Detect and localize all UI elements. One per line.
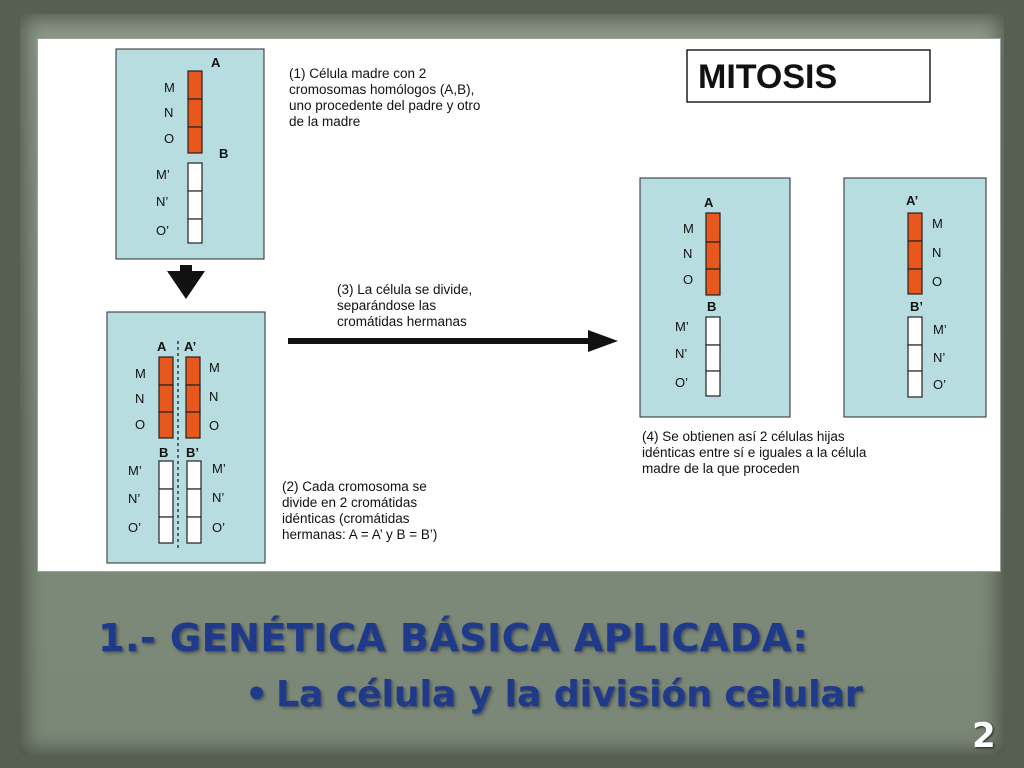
label-b: B bbox=[219, 146, 228, 161]
gene-n: N bbox=[164, 105, 173, 120]
right-arrow-icon bbox=[288, 330, 618, 352]
gene-o-prime: O’ bbox=[128, 520, 141, 535]
gene-o-prime: O’ bbox=[675, 375, 688, 390]
chromatid-a bbox=[705, 212, 721, 296]
gene-o-prime: O’ bbox=[156, 223, 169, 238]
chromatid-b-prime bbox=[907, 316, 923, 398]
gene-n: N bbox=[209, 389, 218, 404]
gene-m: M bbox=[932, 216, 943, 231]
gene-m-prime: M’ bbox=[933, 322, 947, 337]
label-a: A bbox=[157, 339, 167, 354]
gene-n: N bbox=[683, 246, 692, 261]
step4-caption: (4) Se obtienen así 2 células hijas idén… bbox=[642, 429, 870, 476]
chromatid-b bbox=[158, 460, 174, 544]
slide-title: 1.- GENÉTICA BÁSICA APLICADA: bbox=[98, 616, 809, 660]
gene-o: O bbox=[164, 131, 174, 146]
gene-n: N bbox=[932, 245, 941, 260]
label-b-prime: B’ bbox=[910, 299, 923, 314]
bullet-marker: • bbox=[245, 674, 269, 715]
chromatid-b bbox=[705, 316, 721, 397]
gene-n: N bbox=[135, 391, 144, 406]
gene-o: O bbox=[135, 417, 145, 432]
gene-m-prime: M’ bbox=[128, 463, 142, 478]
label-b: B bbox=[707, 299, 716, 314]
gene-o: O bbox=[932, 274, 942, 289]
diagram-title: MITOSIS bbox=[686, 49, 931, 103]
mitosis-diagram: .cell { fill:#b8dde0; stroke:#2a2a2a; st… bbox=[37, 38, 1001, 572]
gene-o-prime: O’ bbox=[933, 377, 946, 392]
label-b: B bbox=[159, 445, 168, 460]
gene-o: O bbox=[683, 272, 693, 287]
gene-m: M bbox=[209, 360, 220, 375]
mother-cell: A M N O B M’ N’ O’ bbox=[115, 48, 265, 260]
chromosome-b bbox=[187, 162, 203, 244]
daughter-cell-2: A’ M N O B’ M’ N’ O’ bbox=[843, 177, 987, 418]
chromatid-b-prime bbox=[186, 460, 202, 544]
chromatid-a bbox=[158, 356, 174, 439]
slide-bullet: •La célula y la división celular bbox=[245, 674, 863, 715]
gene-n-prime: N’ bbox=[156, 194, 168, 209]
label-b-prime: B’ bbox=[186, 445, 199, 460]
bullet-text: La célula y la división celular bbox=[276, 674, 863, 715]
gene-m-prime: M’ bbox=[675, 319, 689, 334]
gene-o-prime: O’ bbox=[212, 520, 225, 535]
gene-n-prime: N’ bbox=[212, 490, 224, 505]
label-a-prime: A’ bbox=[906, 193, 918, 208]
down-arrow-icon bbox=[167, 265, 205, 299]
slide-number: 2 bbox=[972, 716, 996, 756]
gene-m: M bbox=[164, 80, 175, 95]
chromosome-a bbox=[187, 70, 203, 154]
step1-caption: (1) Célula madre con 2 cromosomas homólo… bbox=[289, 66, 484, 129]
gene-m-prime: M’ bbox=[212, 461, 226, 476]
gene-m: M bbox=[135, 366, 146, 381]
label-a-prime: A’ bbox=[184, 339, 196, 354]
gene-o: O bbox=[209, 418, 219, 433]
daughter-cell-1: A M N O B M’ N’ O’ bbox=[639, 177, 791, 418]
step2-caption: (2) Cada cromosoma se divide en 2 cromát… bbox=[282, 479, 437, 542]
gene-n-prime: N’ bbox=[128, 491, 140, 506]
gene-n-prime: N’ bbox=[933, 350, 945, 365]
label-a: A bbox=[704, 195, 714, 210]
gene-n-prime: N’ bbox=[675, 346, 687, 361]
svg-text:MITOSIS: MITOSIS bbox=[698, 58, 837, 96]
duplicated-cell: A A’ M N O M N O B B’ M’ N’ bbox=[106, 311, 266, 564]
step3-caption: (3) La célula se divide, separándose las… bbox=[337, 282, 476, 329]
label-a: A bbox=[211, 55, 221, 70]
chromatid-a-prime bbox=[185, 356, 201, 439]
gene-m: M bbox=[683, 221, 694, 236]
gene-m-prime: M’ bbox=[156, 167, 170, 182]
chromatid-a-prime bbox=[907, 212, 923, 295]
